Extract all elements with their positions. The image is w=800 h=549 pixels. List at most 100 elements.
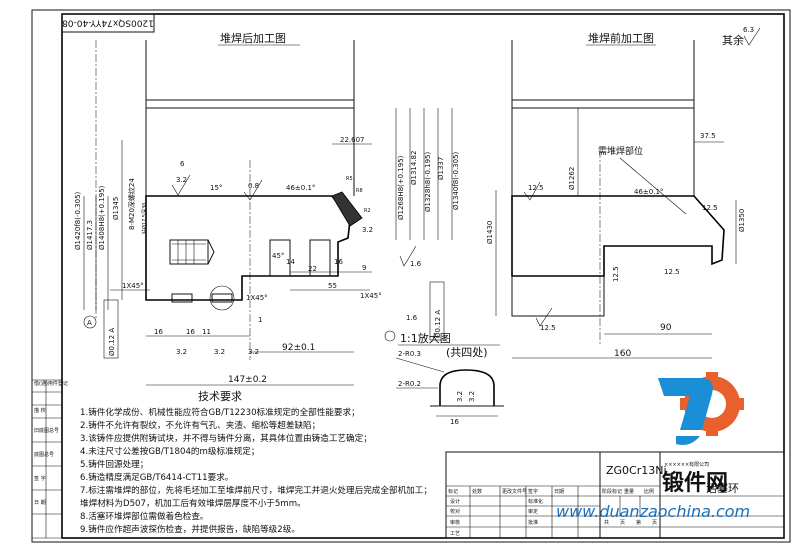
dim-before-11: 90 [660,323,672,333]
svg-text:重量: 重量 [624,488,634,495]
dim-after-24: 45° [272,252,284,260]
dim-after-36: 16 [186,328,195,336]
title-block: ZG0Cr13Ni ××××××有限公司 活塞环 标记 处数 更改文件号 签字 … [445,451,785,539]
dim-after-31: 1X45° [360,292,382,300]
svg-text:16: 16 [450,418,459,426]
outer-frame [31,9,791,543]
svg-text:3.2: 3.2 [456,391,464,402]
margin-label-0: 借(通)用件登记 [34,380,68,387]
svg-text:审定: 审定 [528,508,538,515]
requirement-1: 2.铸件不允许有裂纹，不允许有气孔、夹渣、缩松等超差缺陷； [80,419,320,431]
dim-after-17: Ø1337 [437,157,445,180]
svg-text:页: 页 [620,520,625,526]
other-roughness-value: 6.3 [743,26,754,34]
dim-after-35: 16 [154,328,163,336]
title-part-name: 活塞环 [706,481,739,495]
margin-label-2: 旧底图总号 [34,427,59,434]
dim-after-7: Ø0.12 A [108,328,116,356]
dim-after-25: 22 [308,265,317,273]
watermark-url: www.duanzaochina.com [556,502,750,521]
detail-title: 1:1放大图 [400,331,451,345]
svg-text:批准: 批准 [528,519,538,526]
dim-after-37: 11 [202,328,211,336]
svg-text:阶段标记: 阶段标记 [602,488,622,495]
requirement-9: 9.铸件应作超声波探伤检查，并提供报告，缺陷等级2级。 [80,523,300,535]
dim-after-19: R5 [346,176,353,182]
tolerance-frame-right [429,281,445,341]
bolt-hole [169,239,209,265]
svg-text:签字: 签字 [528,488,538,495]
view-title-before: 堆焊前加工图 [588,31,654,45]
dim-after-27: 16 [334,258,343,266]
dim-after-4: 8-M20深螺纹24 [127,178,136,230]
dim-before-1: Ø1262 [568,167,576,190]
dim-after-3: Ø1345 [112,197,120,220]
left-margin-table: 借(通)用件登记 描 校 旧底图总号 底图总号 签 字 日 期 [32,379,68,539]
svg-text:设计: 设计 [450,498,460,505]
dim-before-8: 12.5 [612,266,620,282]
dim-after-9: 3.2 [176,176,187,184]
view-title-after: 堆焊后加工图 [220,31,286,45]
requirement-6: 7.标注需堆焊的部位，先将毛坯加工至堆焊前尺寸，堆焊完工并退火处理后完成全部机加… [80,484,432,496]
margin-label-3: 底图总号 [34,451,54,458]
detail-radius-0: 2-R0.3 [398,350,421,358]
watermark-logo [658,372,744,445]
detail-note: (共四处) [446,346,488,359]
title-material: ZG0Cr13Ni [606,464,667,477]
requirement-0: 1.铸件化学成份、机械性能应符合GB/T12230标准规定的全部性能要求； [80,406,360,418]
dim-after-41: 92±0.1 [282,343,315,353]
dim-after-8: 6 [180,160,185,168]
requirement-3: 4.未注尺寸公差按GB/T1804的m级标准规定； [80,445,259,457]
dim-after-10: 15° [210,184,222,192]
drawing-number: 1200SQx74YY-40-08 [62,18,154,28]
drawing-number-box [61,13,155,33]
dim-after-0: Ø1420f8(-0.305) [74,191,82,250]
dim-before-2: 需堆焊部位 [598,145,643,157]
dim-after-12: 46±0.1° [286,184,315,192]
svg-text:工艺: 工艺 [450,531,460,537]
dim-after-13: 22.607 [340,136,365,144]
dim-before-12: 160 [614,349,631,359]
dim-before-3: 37.5 [700,132,716,140]
dim-after-23: 1.6 [410,260,422,268]
dim-after-15: Ø1314.82 [410,151,418,185]
detail-radius-1: 2-R0.2 [398,380,421,388]
weld-overlay [331,191,363,227]
requirement-2: 3.该铸件应提供附铸试块，并不得与铸件分离，其具体位置由铸造工艺确定； [80,432,372,444]
requirement-5: 6.铸造精度满足GB/T6414-CT11要求。 [80,471,233,483]
dim-before-6: Ø1350 [738,209,746,232]
dim-after-2: Ø1408H8(+0.195) [98,185,106,250]
dim-after-30: 1X45° [246,294,268,302]
dim-after-16: Ø1328h8(-0.195) [424,151,432,212]
margin-label-1: 描 校 [34,407,46,414]
svg-text:第: 第 [636,519,641,526]
dim-after-1: Ø1417.3 [86,220,94,250]
dim-after-26: 14 [286,258,295,266]
dim-after-5: 钻Ø17.5深30 [141,203,148,234]
dim-after-38: 3.2 [176,348,187,356]
dim-after-42: 147±0.2 [228,375,267,385]
margin-label-5: 日 期 [34,500,46,506]
detail-profile [439,369,495,406]
tolerance-frame-left [103,299,119,359]
dim-after-39: 3.2 [214,348,225,356]
after-weld-view: Ø1420f8(-0.305) Ø1417.3 Ø1408H8(+0.195) … [74,40,460,386]
other-roughness-label: 其余 [722,33,744,47]
dim-after-6-chamfer: 1X45° [122,282,144,290]
roughness-symbol [743,27,761,46]
svg-text:页: 页 [652,520,657,526]
svg-text:处数: 处数 [472,488,482,495]
watermark-brand: 锻件网 [662,470,728,496]
dim-after-20: R8 [356,188,363,194]
detail-view: 1:1放大图 (共四处) 2-R0.3 2-R0.2 16 3.2 3.2 [384,330,504,426]
svg-text:校对: 校对 [450,508,460,515]
svg-text:审核: 审核 [450,519,460,526]
technical-requirements: 技术要求 1.铸件化学成份、机械性能应符合GB/T12230标准规定的全部性能要… [80,390,432,535]
dim-before-10: 12.5 [540,324,556,332]
tech-title: 技术要求 [198,390,242,403]
datum-a-left [83,315,97,329]
svg-text:更改文件号: 更改文件号 [502,488,527,495]
dim-after-29: 55 [328,282,337,290]
dim-after-32: Ø0.12 A [434,310,442,338]
